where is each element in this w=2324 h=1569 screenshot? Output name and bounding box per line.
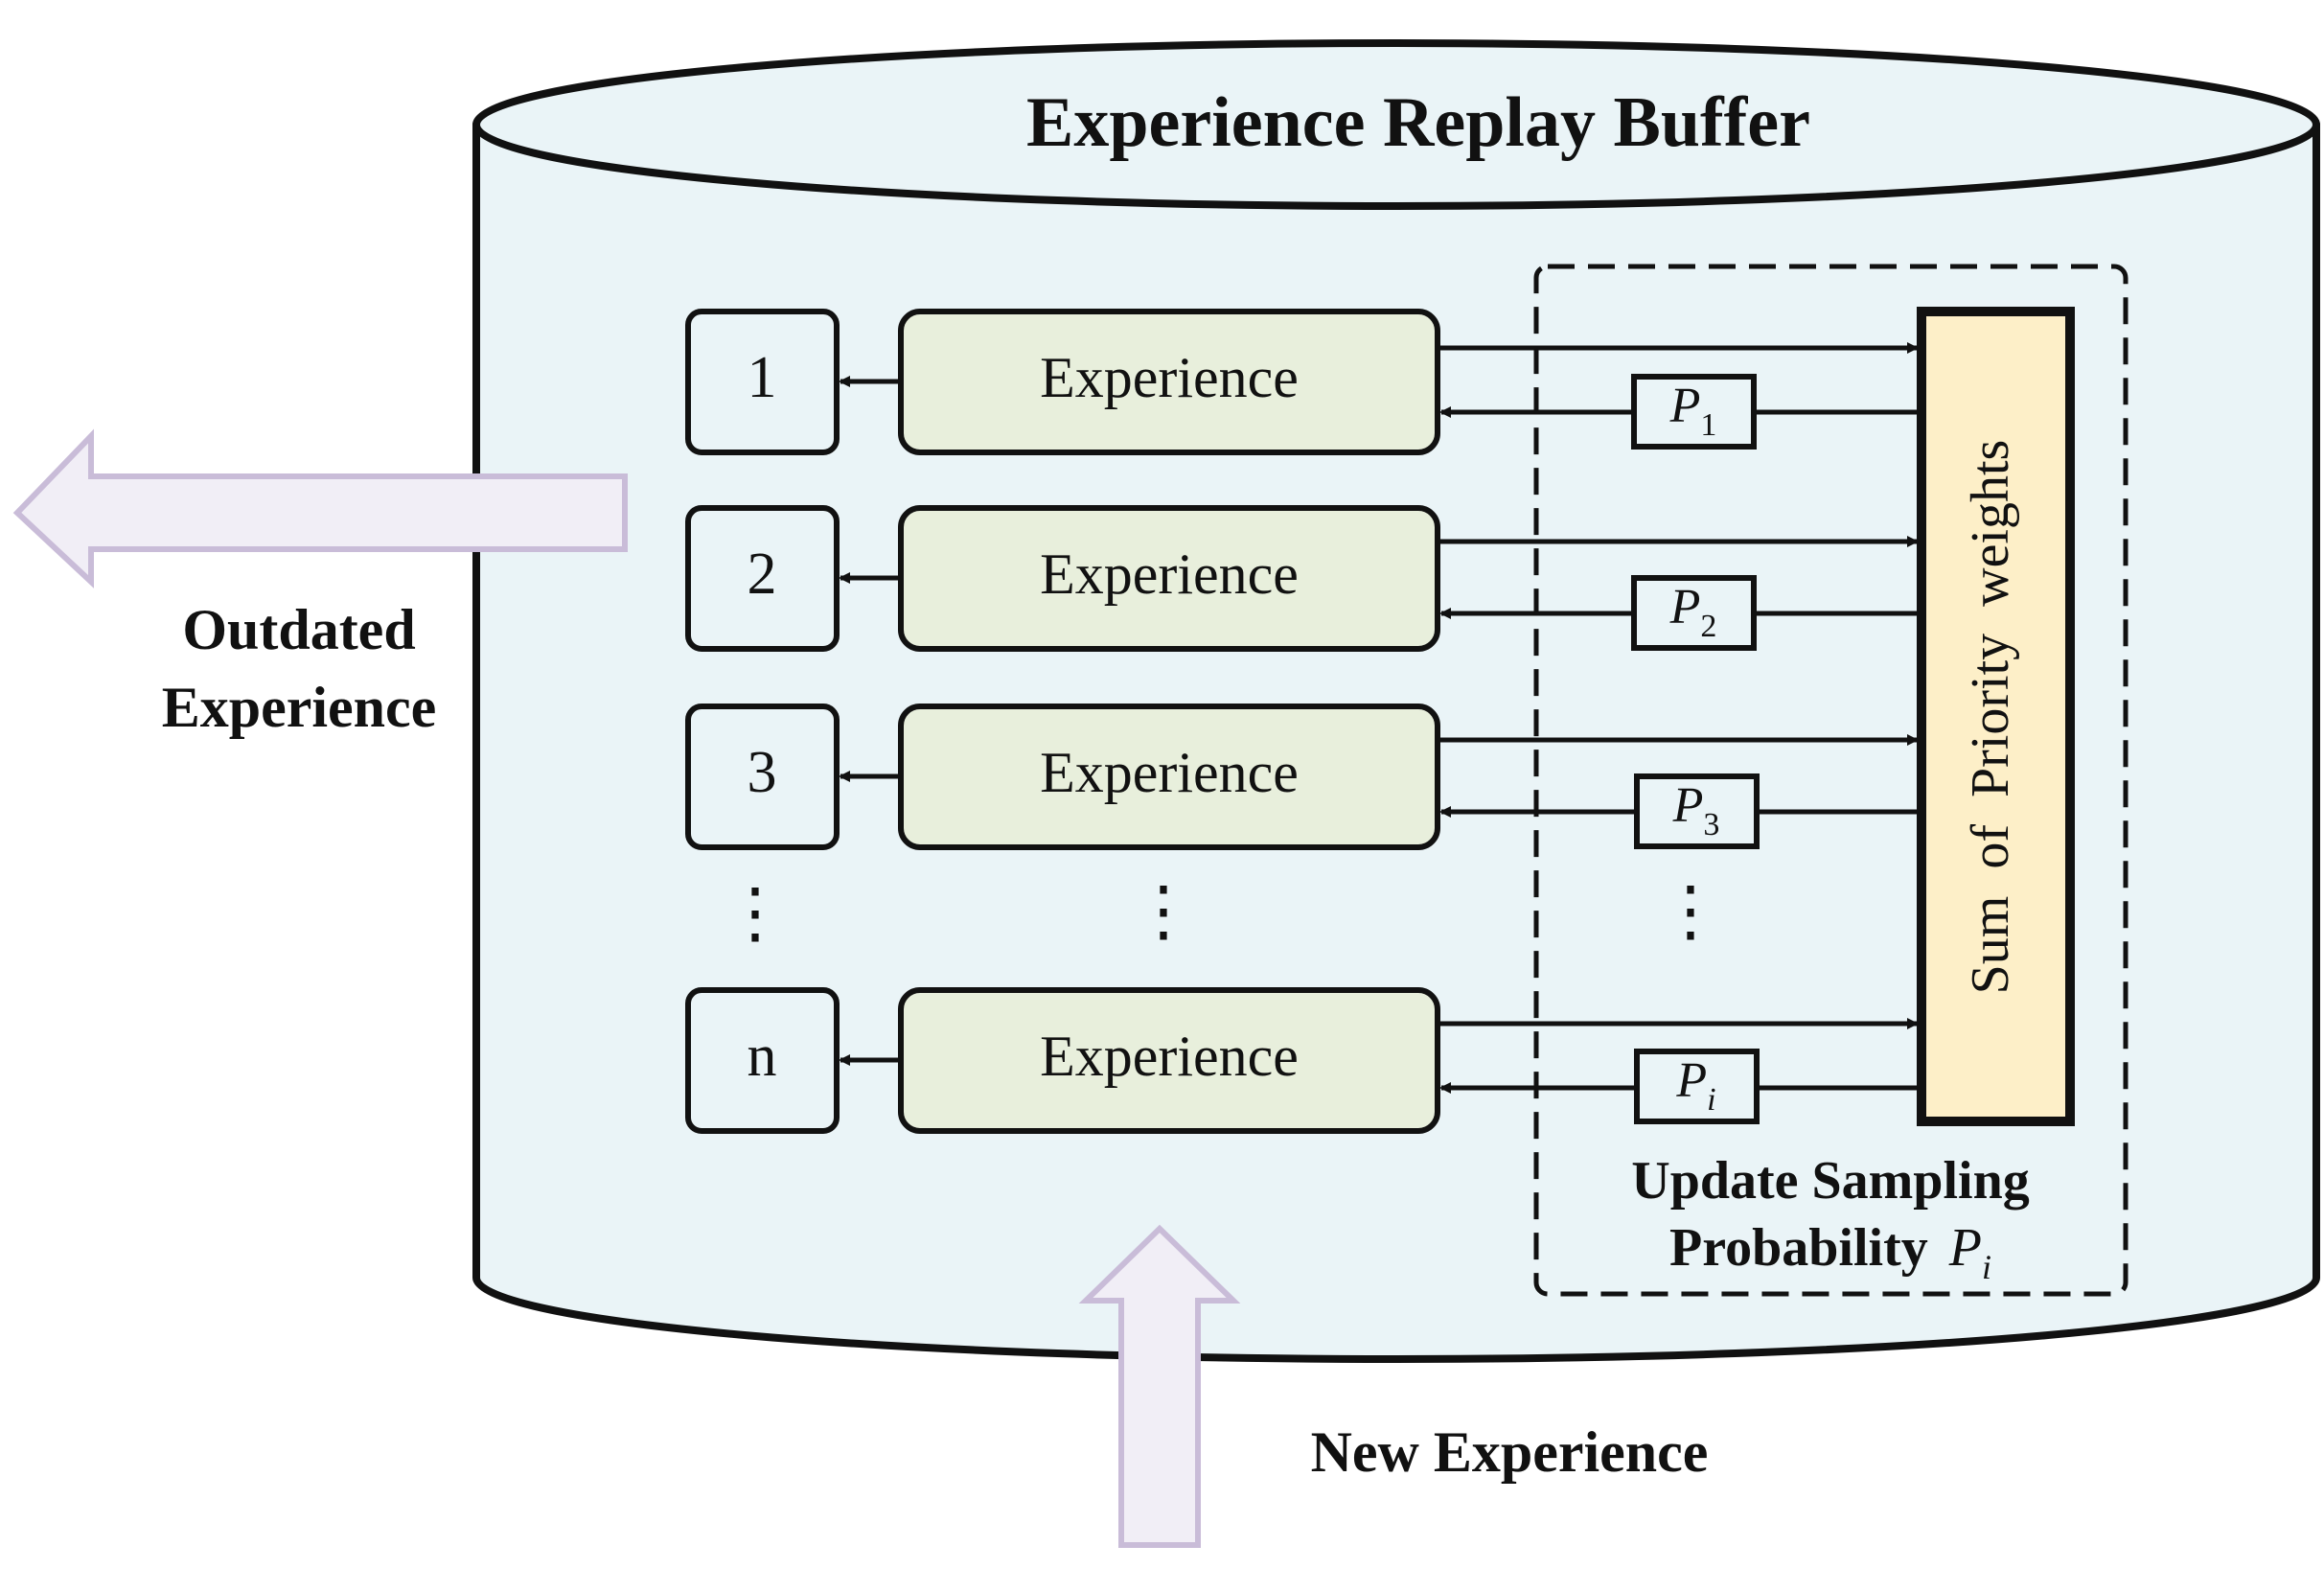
buffer-row-2: 2 Experience P2 (685, 505, 1921, 652)
ellipsis-index: ⋮ (722, 877, 789, 951)
experience-label: Experience (1040, 542, 1299, 606)
probability-subscript: i (1707, 1082, 1715, 1118)
index-label: 1 (748, 345, 777, 410)
cylinder-top (472, 39, 2320, 210)
probability-box (1631, 575, 1757, 651)
probability-subscript: 3 (1703, 807, 1719, 842)
index-box (685, 987, 840, 1134)
buffer-title: Experience Replay Buffer (1026, 83, 1810, 162)
experience-label: Experience (1040, 1025, 1299, 1088)
index-label: n (748, 1024, 777, 1089)
index-box (685, 505, 840, 652)
experience-label: Experience (1040, 741, 1299, 804)
update-probability-word: Probability (1669, 1218, 1928, 1278)
probability-label: P2 (1669, 580, 1717, 644)
buffer-row-n: n Experience Pi (685, 987, 1921, 1134)
index-label: 3 (748, 740, 777, 805)
update-sampling-region (1533, 264, 2128, 1297)
buffer-row-1: 1 Experience P1 (685, 309, 1921, 455)
ellipsis-probability: ⋮ (1657, 875, 1724, 949)
probability-subscript: 2 (1700, 609, 1716, 644)
probability-symbol: P (1669, 379, 1701, 433)
probability-box (1634, 773, 1760, 849)
ellipsis-experience: ⋮ (1130, 875, 1197, 949)
update-probability-subscript: i (1982, 1248, 1991, 1286)
probability-symbol: P (1669, 580, 1701, 635)
probability-label: P1 (1669, 379, 1717, 443)
buffer-row-3: 3 Experience P3 (685, 704, 1921, 850)
index-box (685, 704, 840, 850)
probability-box (1634, 1049, 1760, 1124)
outdated-experience-arrow (12, 428, 628, 588)
probability-label: Pi (1675, 1053, 1715, 1118)
update-probability-symbol: P (1948, 1218, 1982, 1278)
update-sampling-label-line1: Update Sampling (1631, 1151, 2029, 1211)
outdated-label-line2: Experience (162, 676, 437, 739)
probability-box (1631, 374, 1757, 450)
probability-label: P3 (1672, 778, 1720, 842)
new-experience-arrow (1078, 1224, 1241, 1548)
index-box (685, 309, 840, 455)
index-label: 2 (748, 542, 777, 607)
new-experience-label: New Experience (1311, 1420, 1709, 1484)
priority-weights-label: Sum of Priority weights (1961, 440, 2020, 995)
probability-subscript: 1 (1700, 407, 1716, 443)
outdated-label-line1: Outdated (182, 598, 415, 661)
experience-label: Experience (1040, 346, 1299, 409)
priority-weights-box (1917, 307, 2075, 1126)
probability-symbol: P (1675, 1053, 1707, 1108)
probability-symbol: P (1672, 778, 1704, 833)
update-sampling-label-line2: Probability Pi (1669, 1218, 1991, 1286)
